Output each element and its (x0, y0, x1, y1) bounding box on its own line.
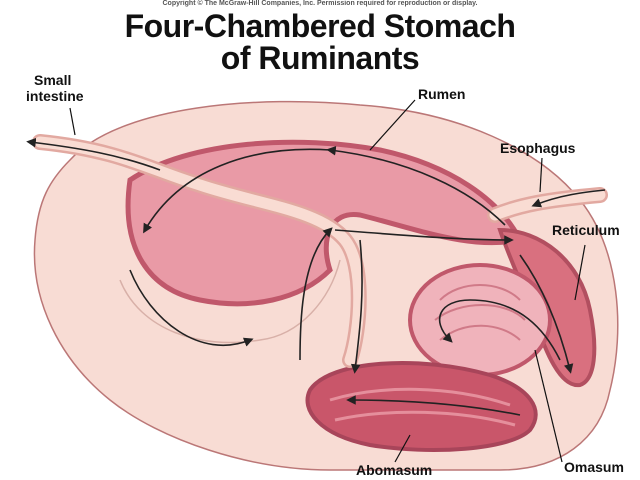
label-rumen: Rumen (418, 86, 466, 102)
label-esophagus: Esophagus (500, 140, 576, 156)
label-leader-lines (69, 99, 586, 463)
rumen-lower-fold (119, 259, 341, 344)
title-line-2: of Ruminants (220, 40, 420, 76)
label-abomasum: Abomasum (356, 462, 433, 478)
label-small-intestine-line1: Small (34, 72, 72, 88)
copyright-notice: Copyright © The McGraw-Hill Companies, I… (162, 0, 478, 7)
title-line-1: Four-Chambered Stomach (124, 8, 516, 44)
food-flow-arrows (26, 137, 606, 416)
label-reticulum: Reticulum (552, 222, 620, 238)
label-small-intestine-line2: intestine (26, 88, 84, 104)
abomasum-chamber (305, 361, 538, 452)
label-omasum: Omasum (564, 459, 624, 475)
